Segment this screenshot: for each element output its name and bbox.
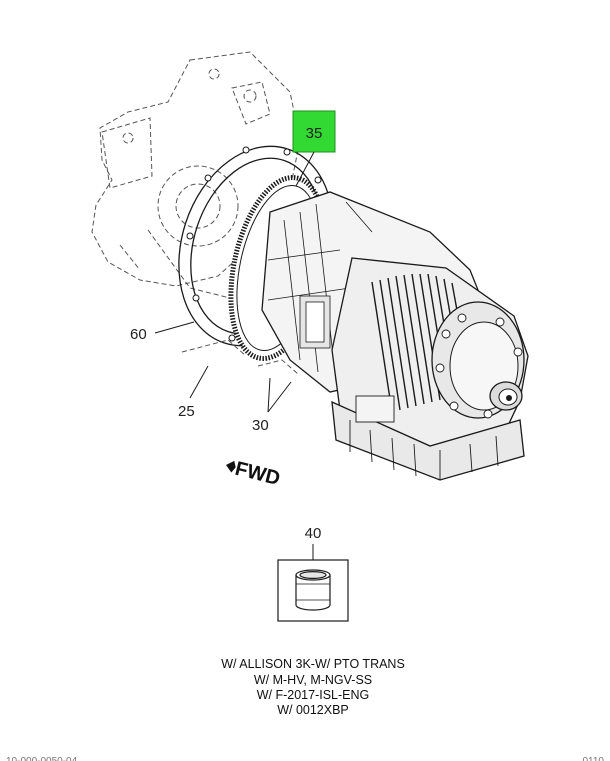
callout-30-leader-a [267,377,271,413]
callout-60-leader [154,321,195,334]
fastener-group-25-dashed [181,339,247,357]
callout-60-label[interactable]: 60 [130,326,147,343]
arrow-icon [226,460,236,473]
callout-30-leader-b [267,381,292,413]
footer-ref-left: 10-000-0050-04 [6,756,78,761]
svg-text:W/ ALLISON 3K-W/ PTO TRANS: W/ ALLISON 3K-W/ PTO TRANS [221,657,405,671]
fastener-group-30-dashed [257,359,299,375]
footer-ref-right: 0110 [582,756,604,761]
engine-housing-outline [91,51,301,301]
callout-25-leader [189,365,209,399]
callout-35-label: 35 [306,125,323,142]
fwd-direction-marker: FWD [226,458,283,490]
callout-35-highlight-box[interactable] [292,110,336,153]
callout-35-leader [295,151,315,187]
svg-text:W/ F-2017-ISL-ENG: W/ F-2017-ISL-ENG [257,688,370,702]
svg-text:FWD: FWD [233,458,283,490]
transmission-assembly [228,175,529,481]
callout-25-label[interactable]: 25 [178,403,195,420]
applicability-caption: W/ ALLISON 3K-W/ PTO TRANS W/ M-HV, M-NG… [221,657,405,717]
callout-40-label[interactable]: 40 [305,525,322,542]
svg-text:W/ 0012XBP: W/ 0012XBP [277,703,349,717]
svg-text:W/ M-HV, M-NGV-SS: W/ M-HV, M-NGV-SS [254,673,372,687]
sealant-can-icon [295,569,331,611]
callout-30-label[interactable]: 30 [252,417,269,434]
